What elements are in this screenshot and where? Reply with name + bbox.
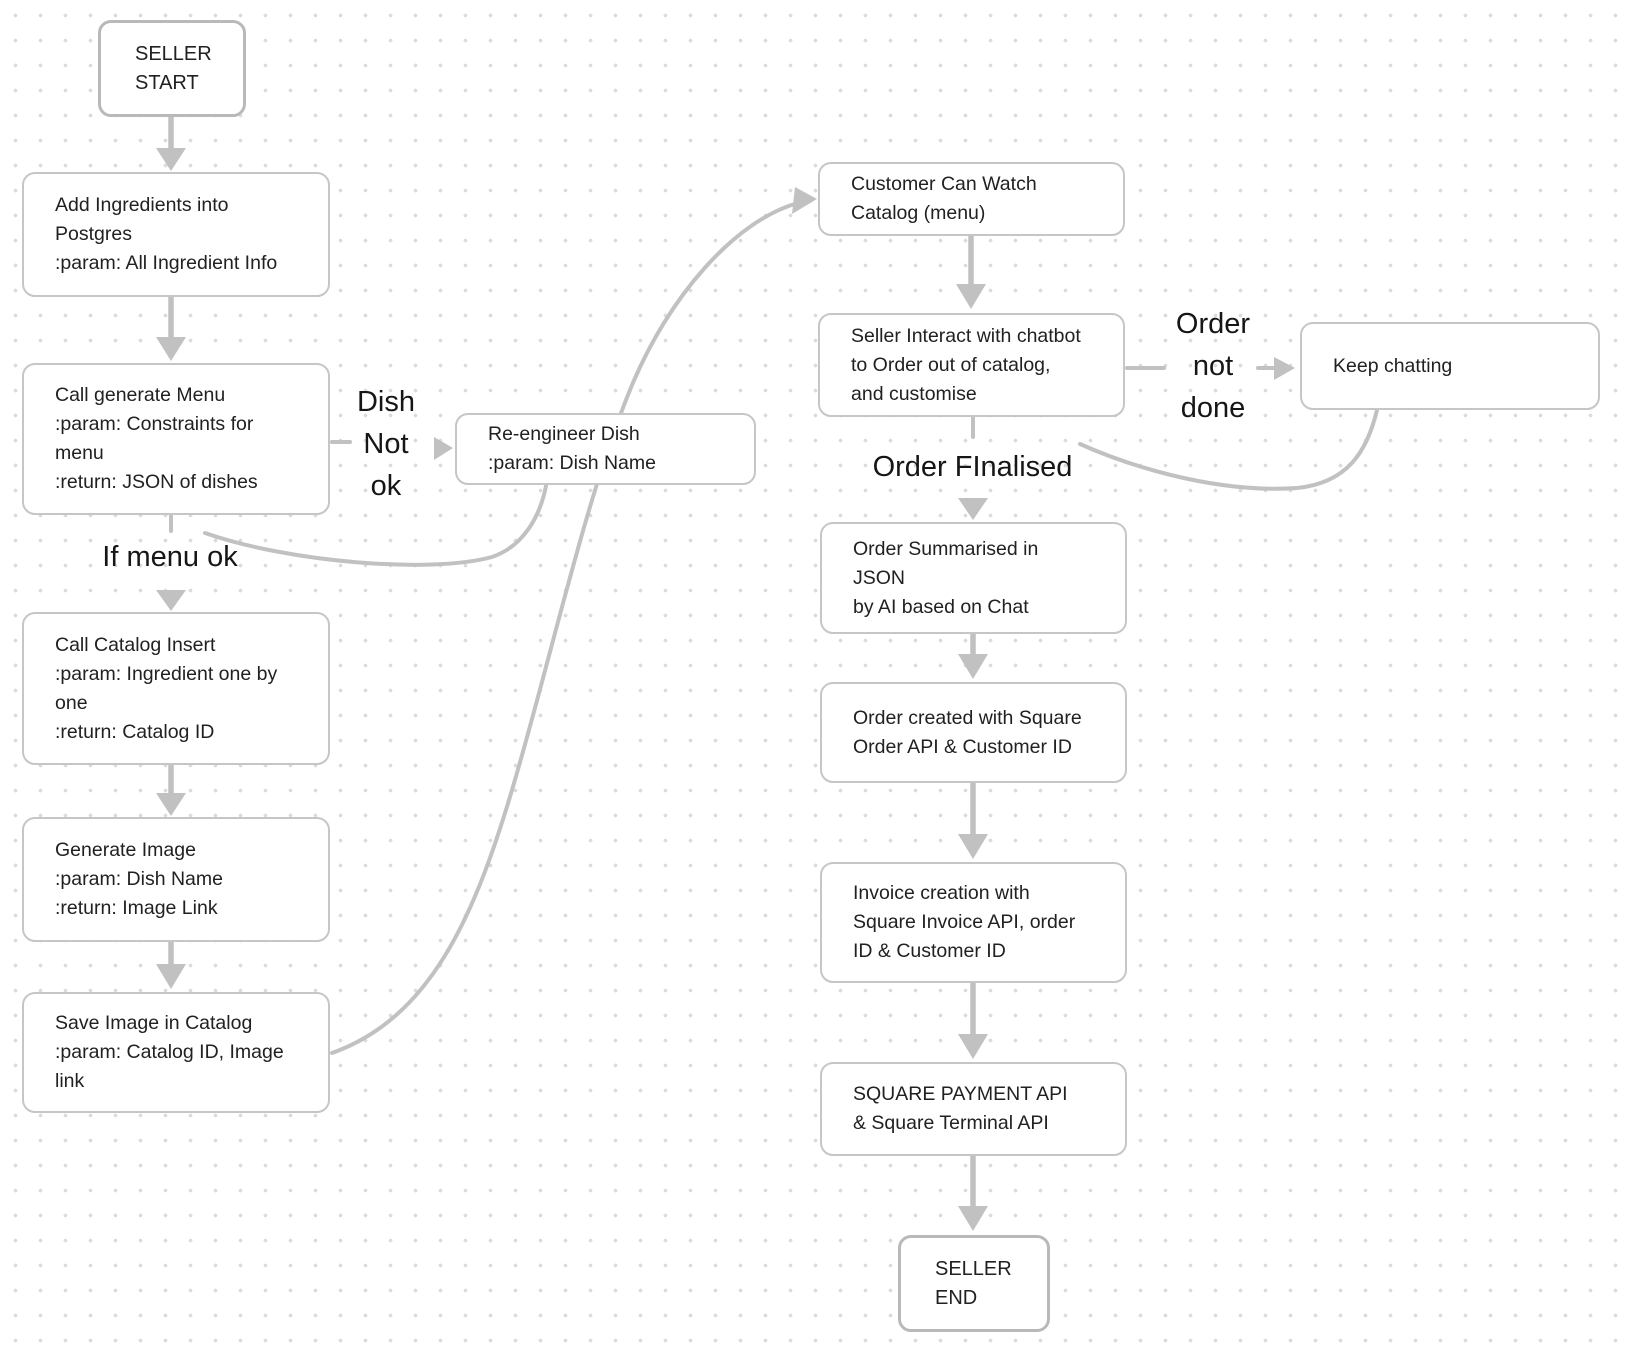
arrow-catalog-insert-to-generate-image[interactable]: [156, 762, 186, 816]
arrow-save-image-to-customer-watch-curve[interactable]: [330, 187, 817, 1055]
arrow-generate-image-to-save-image[interactable]: [156, 939, 186, 989]
node-seller-interact-chatbot[interactable]: Seller Interact with chatbot to Order ou…: [818, 313, 1125, 417]
arrow-add-ingredients-to-generate-menu[interactable]: [156, 294, 186, 361]
edge-label-if-menu-ok[interactable]: If menu ok: [102, 541, 238, 573]
node-invoice-creation[interactable]: Invoice creation with Square Invoice API…: [820, 862, 1127, 983]
node-order-summarised-json[interactable]: Order Summarised in JSON by AI based on …: [820, 522, 1127, 634]
arrow-order-created-to-invoice-creation[interactable]: [958, 780, 988, 859]
node-seller-end[interactable]: SELLER END: [898, 1235, 1050, 1332]
node-order-created-square[interactable]: Order created with Square Order API & Cu…: [820, 682, 1127, 783]
arrow-seller-interact-to-keep-chatting[interactable]: [1125, 357, 1295, 380]
node-save-image-in-catalog[interactable]: Save Image in Catalog :param: Catalog ID…: [22, 992, 330, 1113]
arrow-re-engineer-dish-feedback-curve[interactable]: [203, 484, 548, 567]
arrow-if-menu-ok-to-catalog-insert[interactable]: [156, 513, 186, 611]
node-re-engineer-dish[interactable]: Re-engineer Dish :param: Dish Name: [455, 413, 756, 485]
edge-label-order-not-done[interactable]: Order not done: [1175, 308, 1251, 424]
arrow-order-summarised-to-order-created[interactable]: [958, 631, 988, 679]
node-call-catalog-insert[interactable]: Call Catalog Insert :param: Ingredient o…: [22, 612, 330, 765]
arrow-square-payment-to-seller-end[interactable]: [958, 1153, 988, 1231]
edge-label-order-finalised[interactable]: Order FInalised: [872, 451, 1073, 483]
node-call-generate-menu[interactable]: Call generate Menu :param: Constraints f…: [22, 363, 330, 515]
node-customer-can-watch-catalog[interactable]: Customer Can Watch Catalog (menu): [818, 162, 1125, 236]
node-seller-start[interactable]: SELLER START: [98, 20, 246, 117]
node-square-payment-api[interactable]: SQUARE PAYMENT API & Square Terminal API: [820, 1062, 1127, 1156]
arrow-keep-chatting-loop-back-curve[interactable]: [1078, 408, 1379, 491]
node-keep-chatting[interactable]: Keep chatting: [1300, 322, 1600, 410]
node-add-ingredients[interactable]: Add Ingredients into Postgres :param: Al…: [22, 172, 330, 297]
arrow-invoice-creation-to-square-payment[interactable]: [958, 980, 988, 1059]
arrow-customer-watch-to-seller-interact[interactable]: [956, 233, 986, 309]
edge-label-dish-not-ok[interactable]: Dish Not ok: [356, 386, 415, 502]
arrow-order-finalised-to-order-summarised[interactable]: [958, 415, 988, 520]
node-generate-image[interactable]: Generate Image :param: Dish Name :return…: [22, 817, 330, 942]
arrow-generate-menu-to-re-engineer-dish[interactable]: [330, 437, 453, 460]
arrow-start-to-add-ingredients[interactable]: [156, 114, 186, 171]
